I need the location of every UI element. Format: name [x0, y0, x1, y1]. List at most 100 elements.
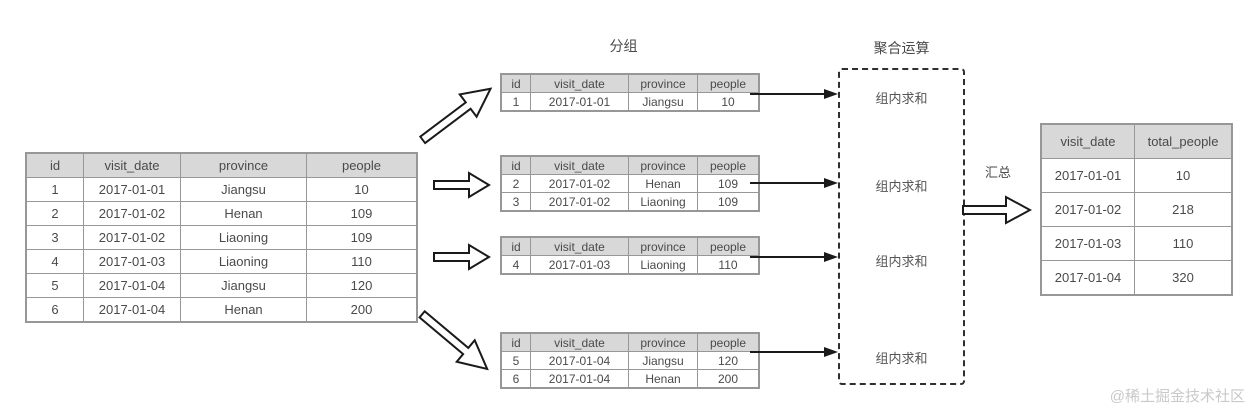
table-cell: 110 — [697, 255, 760, 275]
table-cell: Henan — [180, 201, 307, 226]
table-cell: 2017-01-04 — [1040, 260, 1135, 296]
group-label: 分组 — [609, 38, 638, 54]
table-cell: 2017-01-04 — [530, 369, 629, 389]
table-cell: 2017-01-03 — [83, 249, 181, 274]
table-cell: Liaoning — [628, 255, 698, 275]
table-cell: Henan — [180, 297, 307, 323]
table-cell: 2017-01-02 — [530, 174, 629, 193]
summarize-label: 汇总 — [984, 165, 1011, 180]
column-header: province — [628, 155, 698, 175]
table-cell: 2017-01-04 — [530, 351, 629, 370]
table-cell: 2017-01-04 — [83, 273, 181, 298]
column-header: people — [697, 332, 760, 352]
summary-arrow-icon — [962, 195, 1032, 225]
table-cell: 5 — [500, 351, 531, 370]
table-cell: 200 — [697, 369, 760, 389]
table-cell: Jiangsu — [628, 351, 698, 370]
table-cell: 5 — [25, 273, 84, 298]
column-header: people — [306, 152, 418, 178]
table-cell: 109 — [697, 174, 760, 193]
agg-arrow-3-icon — [750, 252, 838, 262]
column-header: visit_date — [530, 155, 629, 175]
table-cell: 3 — [500, 192, 531, 212]
column-header: visit_date — [530, 236, 629, 256]
table-cell: 109 — [697, 192, 760, 212]
column-header: total_people — [1134, 123, 1233, 159]
table-cell: 109 — [306, 225, 418, 250]
column-header: people — [697, 73, 760, 93]
column-header: province — [628, 236, 698, 256]
table-cell: 6 — [500, 369, 531, 389]
table-cell: 1 — [25, 177, 84, 202]
column-header: province — [628, 73, 698, 93]
table-cell: 2017-01-01 — [83, 177, 181, 202]
watermark: @稀土掘金技术社区 — [1109, 388, 1245, 405]
table-cell: Henan — [628, 369, 698, 389]
table-cell: Henan — [628, 174, 698, 193]
table-cell: 2017-01-02 — [83, 225, 181, 250]
group-sum-label-3: 组内求和 — [875, 254, 928, 269]
table-cell: 218 — [1134, 192, 1233, 227]
column-header: id — [500, 236, 531, 256]
split-arrow-down-icon — [418, 309, 489, 371]
table-cell: 200 — [306, 297, 418, 323]
column-header: visit_date — [1040, 123, 1135, 159]
table-cell: 6 — [25, 297, 84, 323]
table-cell: Jiangsu — [628, 92, 698, 112]
table-cell: 120 — [697, 351, 760, 370]
table-cell: 4 — [500, 255, 531, 275]
column-header: visit_date — [530, 73, 629, 93]
table-cell: Jiangsu — [180, 177, 307, 202]
table-cell: 2017-01-04 — [83, 297, 181, 323]
column-header: id — [500, 73, 531, 93]
table-cell: 10 — [1134, 158, 1233, 193]
table-cell: 1 — [500, 92, 531, 112]
group-sum-label-4: 组内求和 — [875, 351, 928, 366]
table-cell: 2 — [500, 174, 531, 193]
table-cell: 2017-01-03 — [530, 255, 629, 275]
agg-arrow-2-icon — [750, 178, 838, 188]
group-sum-label-2: 组内求和 — [875, 179, 928, 194]
table-cell: Jiangsu — [180, 273, 307, 298]
split-arrow-mid1-icon — [433, 171, 491, 199]
split-arrow-up-icon — [418, 87, 493, 145]
table-cell: Liaoning — [180, 249, 307, 274]
table-cell: 10 — [697, 92, 760, 112]
group-sum-label-1: 组内求和 — [875, 91, 928, 106]
table-cell: 2017-01-01 — [530, 92, 629, 112]
column-header: visit_date — [83, 152, 181, 178]
table-cell: 2017-01-02 — [83, 201, 181, 226]
column-header: visit_date — [530, 332, 629, 352]
agg-arrow-1-icon — [750, 89, 838, 99]
table-cell: 2017-01-02 — [1040, 192, 1135, 227]
column-header: people — [697, 155, 760, 175]
table-cell: 110 — [306, 249, 418, 274]
table-cell: Liaoning — [180, 225, 307, 250]
table-cell: 2 — [25, 201, 84, 226]
aggregate-box: 组内求和 组内求和 组内求和 组内求和 — [838, 68, 965, 385]
table-cell: 2017-01-03 — [1040, 226, 1135, 261]
column-header: province — [180, 152, 307, 178]
